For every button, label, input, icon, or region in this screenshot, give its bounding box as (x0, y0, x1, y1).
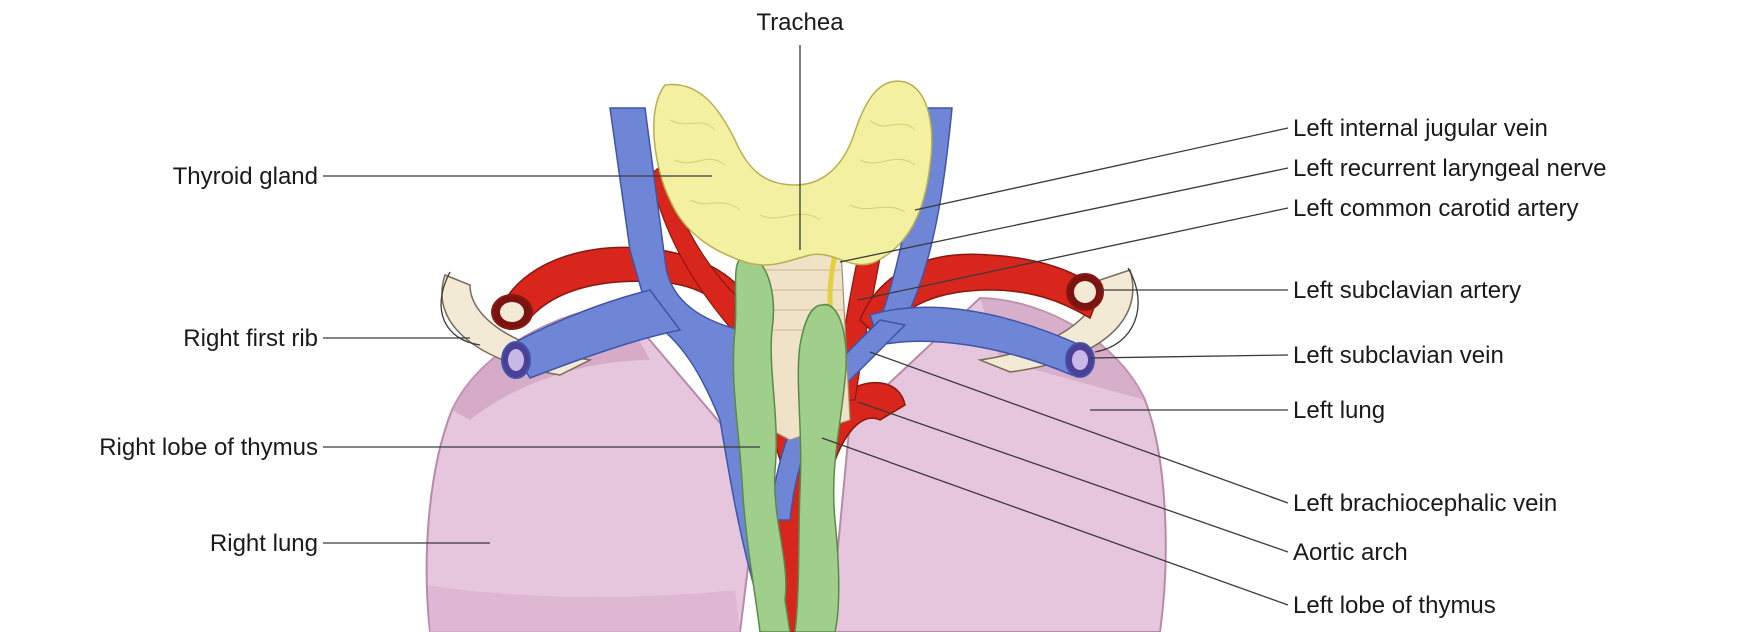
left-subclavian-artery-lumen (1074, 281, 1096, 303)
label-thyroid-gland: Thyroid gland (173, 163, 318, 190)
label-trachea: Trachea (756, 9, 844, 36)
label-left-subclavian-vein: Left subclavian vein (1293, 342, 1504, 369)
label-left-lobe-of-thymus: Left lobe of thymus (1293, 592, 1496, 619)
label-right-lobe-of-thymus: Right lobe of thymus (99, 434, 318, 461)
label-left-recurrent-laryngeal-nerve: Left recurrent laryngeal nerve (1293, 155, 1607, 182)
label-aortic-arch: Aortic arch (1293, 539, 1408, 566)
right-subclavian-artery-lumen (500, 302, 524, 322)
label-left-subclavian-artery: Left subclavian artery (1293, 277, 1521, 304)
label-right-lung: Right lung (210, 530, 318, 557)
label-left-brachiocephalic-vein: Left brachiocephalic vein (1293, 490, 1557, 517)
label-left-lung: Left lung (1293, 397, 1385, 424)
label-left-internal-jugular-vein: Left internal jugular vein (1293, 115, 1548, 142)
label-left-common-carotid-artery: Left common carotid artery (1293, 195, 1578, 222)
label-right-first-rib: Right first rib (183, 325, 318, 352)
left-subclavian-vein-lumen (1072, 350, 1088, 370)
right-subclavian-vein-lumen (508, 349, 524, 371)
